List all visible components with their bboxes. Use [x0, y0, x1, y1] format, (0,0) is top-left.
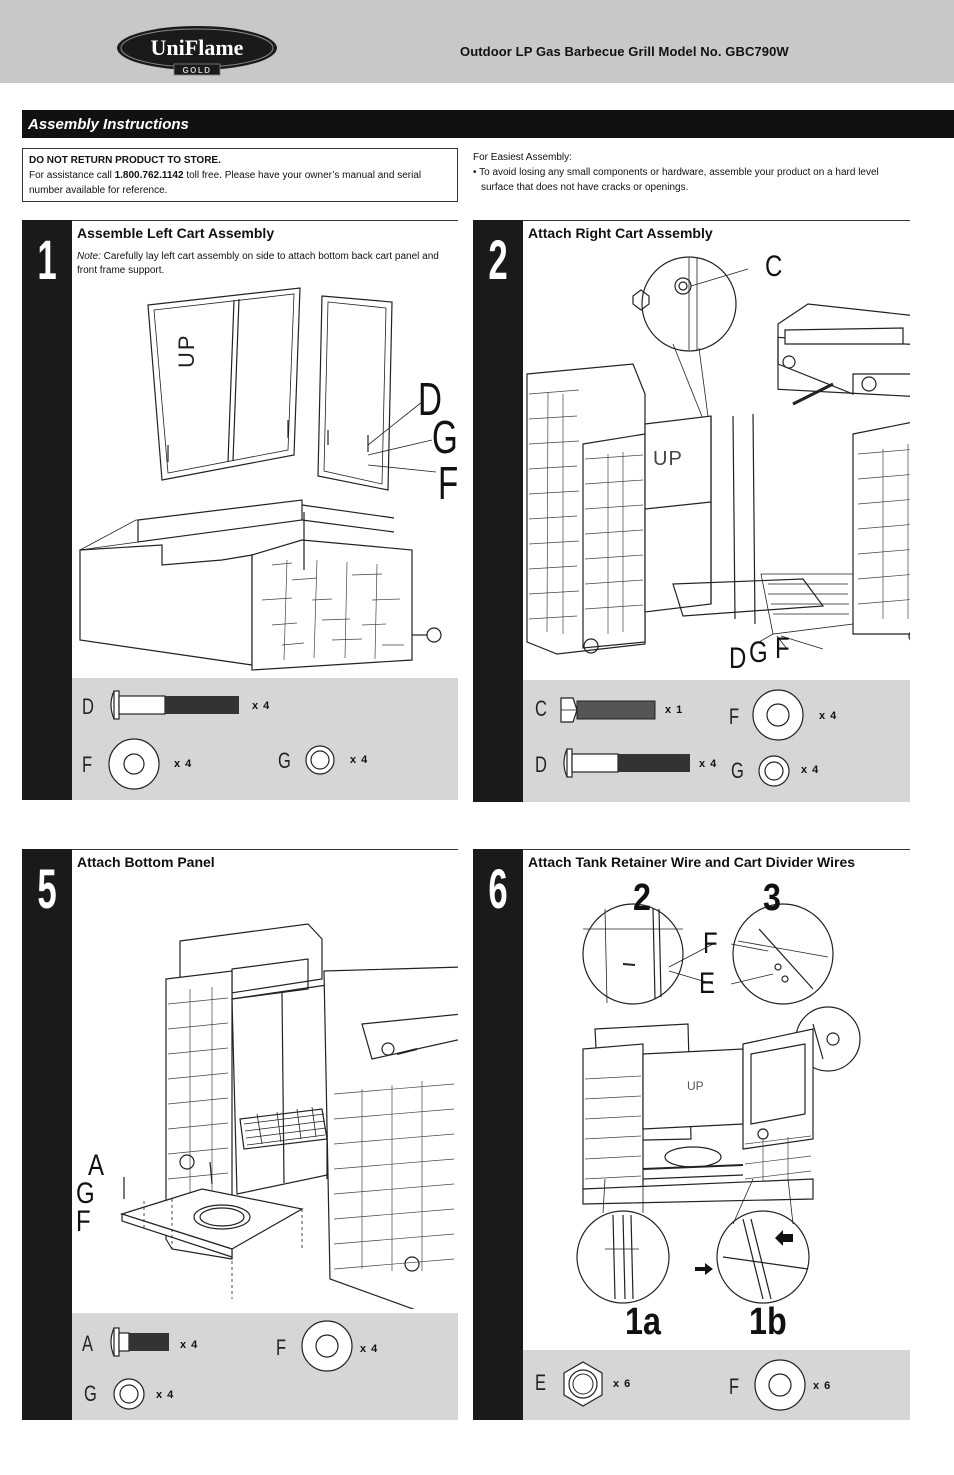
hw-label-c: C — [535, 696, 547, 721]
bolt-d-icon — [110, 690, 239, 720]
callout-g: G — [749, 636, 768, 669]
hardware-box: D x 4 F x 4 G x 4 — [72, 678, 458, 800]
header-bar: UniFlame GOLD Outdoor LP Gas Barbecue Gr… — [0, 0, 954, 83]
hw-label-f: F — [729, 704, 740, 729]
notice-heading: DO NOT RETURN PRODUCT TO STORE. — [29, 155, 221, 166]
step-6-panel: 6 Attach Tank Retainer Wire and Cart Div… — [473, 849, 910, 1420]
hw-qty-c: x 1 — [665, 704, 684, 716]
washer-f-icon — [108, 738, 160, 790]
section-bar: Assembly Instructions — [22, 110, 954, 138]
bolt-d-icon — [563, 748, 690, 778]
callout-f: F — [703, 927, 718, 960]
hardware-box: A x 4 F x 4 G x 4 — [72, 1313, 458, 1420]
detail-label-1a: 1a — [625, 1301, 661, 1343]
step-side-bar: 6 — [473, 849, 523, 1420]
hw-label-f: F — [729, 1374, 740, 1399]
hw-qty-g: x 4 — [801, 764, 820, 776]
step-title: Attach Tank Retainer Wire and Cart Divid… — [528, 854, 856, 870]
logo-sub-text: GOLD — [182, 66, 211, 75]
step-5-panel: 5 Attach Bottom Panel — [22, 849, 458, 1420]
hw-qty-d: x 4 — [252, 700, 271, 712]
step-side-bar: 1 — [22, 220, 72, 800]
hw-qty-f: x 4 — [174, 758, 193, 770]
hw-label-f: F — [276, 1335, 287, 1360]
hw-qty-g: x 4 — [156, 1389, 175, 1401]
detail-label-2: 2 — [633, 877, 651, 919]
washer-f-icon — [754, 1359, 806, 1411]
step-number: 1 — [37, 228, 57, 291]
step-1-panel: 1 Assemble Left Cart Assembly Note: Care… — [22, 220, 458, 800]
callout-d: D — [418, 373, 442, 425]
notice-text: For assistance call 1.800.762.1142 toll … — [29, 170, 422, 196]
step-title: Attach Right Cart Assembly — [528, 225, 713, 241]
callout-f: F — [775, 632, 790, 665]
step-1-illustration — [79, 287, 442, 671]
step-6-illustration — [576, 903, 861, 1304]
lockwasher-g-icon — [113, 1378, 145, 1410]
step-number: 2 — [488, 228, 508, 291]
step-2-illustration — [526, 256, 910, 655]
callout-a: A — [88, 1149, 105, 1182]
notice-box: DO NOT RETURN PRODUCT TO STORE. For assi… — [22, 148, 458, 202]
hw-qty-e: x 6 — [613, 1378, 632, 1390]
callout-f: F — [76, 1205, 91, 1238]
hw-qty-f: x 6 — [813, 1380, 832, 1392]
detail-label-1b: 1b — [749, 1301, 787, 1343]
up-label: UP — [687, 1079, 704, 1093]
step-number: 6 — [488, 857, 508, 920]
easiest-assembly: For Easiest Assembly: • To avoid losing … — [473, 150, 913, 195]
bolt-a-icon — [110, 1327, 169, 1357]
hardware-box: E x 6 F x 6 — [523, 1350, 910, 1420]
callout-e: E — [699, 967, 716, 1000]
step-note: Note: Carefully lay left cart assembly o… — [77, 251, 439, 276]
hw-qty-d: x 4 — [699, 758, 718, 770]
step-side-bar: 2 — [473, 220, 523, 802]
easiest-heading: For Easiest Assembly: — [473, 152, 572, 163]
lockwasher-g-icon — [305, 745, 335, 775]
up-label: UP — [174, 333, 199, 368]
hw-label-d: D — [535, 752, 547, 777]
step-title: Assemble Left Cart Assembly — [77, 225, 275, 241]
section-title: Assembly Instructions — [28, 116, 189, 133]
callout-f: F — [438, 457, 459, 509]
detail-label-3: 3 — [763, 877, 781, 919]
lockwasher-g-icon — [758, 755, 790, 787]
step-5-illustration — [120, 923, 458, 1309]
hw-qty-a: x 4 — [180, 1339, 199, 1351]
hw-label-e: E — [535, 1370, 547, 1395]
step-side-bar: 5 — [22, 849, 72, 1420]
notice-phone: 1.800.762.1142 — [114, 170, 184, 181]
step-number: 5 — [37, 857, 57, 920]
washer-f-icon — [301, 1320, 353, 1372]
easiest-bullet: • To avoid losing any small components o… — [473, 167, 879, 193]
logo-brand-text: UniFlame — [151, 35, 244, 60]
callout-g: G — [432, 411, 458, 463]
up-label: UP — [653, 448, 683, 470]
washer-f-icon — [752, 689, 804, 741]
hardware-box: C x 1 F x 4 D x 4 G x 4 — [523, 680, 910, 802]
step-title: Attach Bottom Panel — [77, 854, 215, 870]
hw-label-g: G — [278, 748, 291, 773]
step-2-panel: 2 Attach Right Cart Assembly — [473, 220, 910, 802]
model-line: Outdoor LP Gas Barbecue Grill Model No. … — [460, 44, 789, 59]
hw-label-f: F — [82, 752, 93, 777]
callout-d: D — [729, 642, 747, 675]
uniflame-logo: UniFlame GOLD — [117, 26, 277, 76]
hw-label-g: G — [84, 1381, 97, 1406]
nut-e-icon — [563, 1361, 603, 1407]
bolt-c-icon — [560, 697, 656, 723]
hw-label-g: G — [731, 758, 744, 783]
callout-c: C — [765, 250, 783, 283]
hw-qty-f: x 4 — [819, 710, 838, 722]
hw-qty-g: x 4 — [350, 754, 369, 766]
hw-label-a: A — [82, 1331, 94, 1356]
hw-qty-f: x 4 — [360, 1343, 379, 1355]
callout-g: G — [76, 1177, 95, 1210]
hw-label-d: D — [82, 694, 94, 719]
